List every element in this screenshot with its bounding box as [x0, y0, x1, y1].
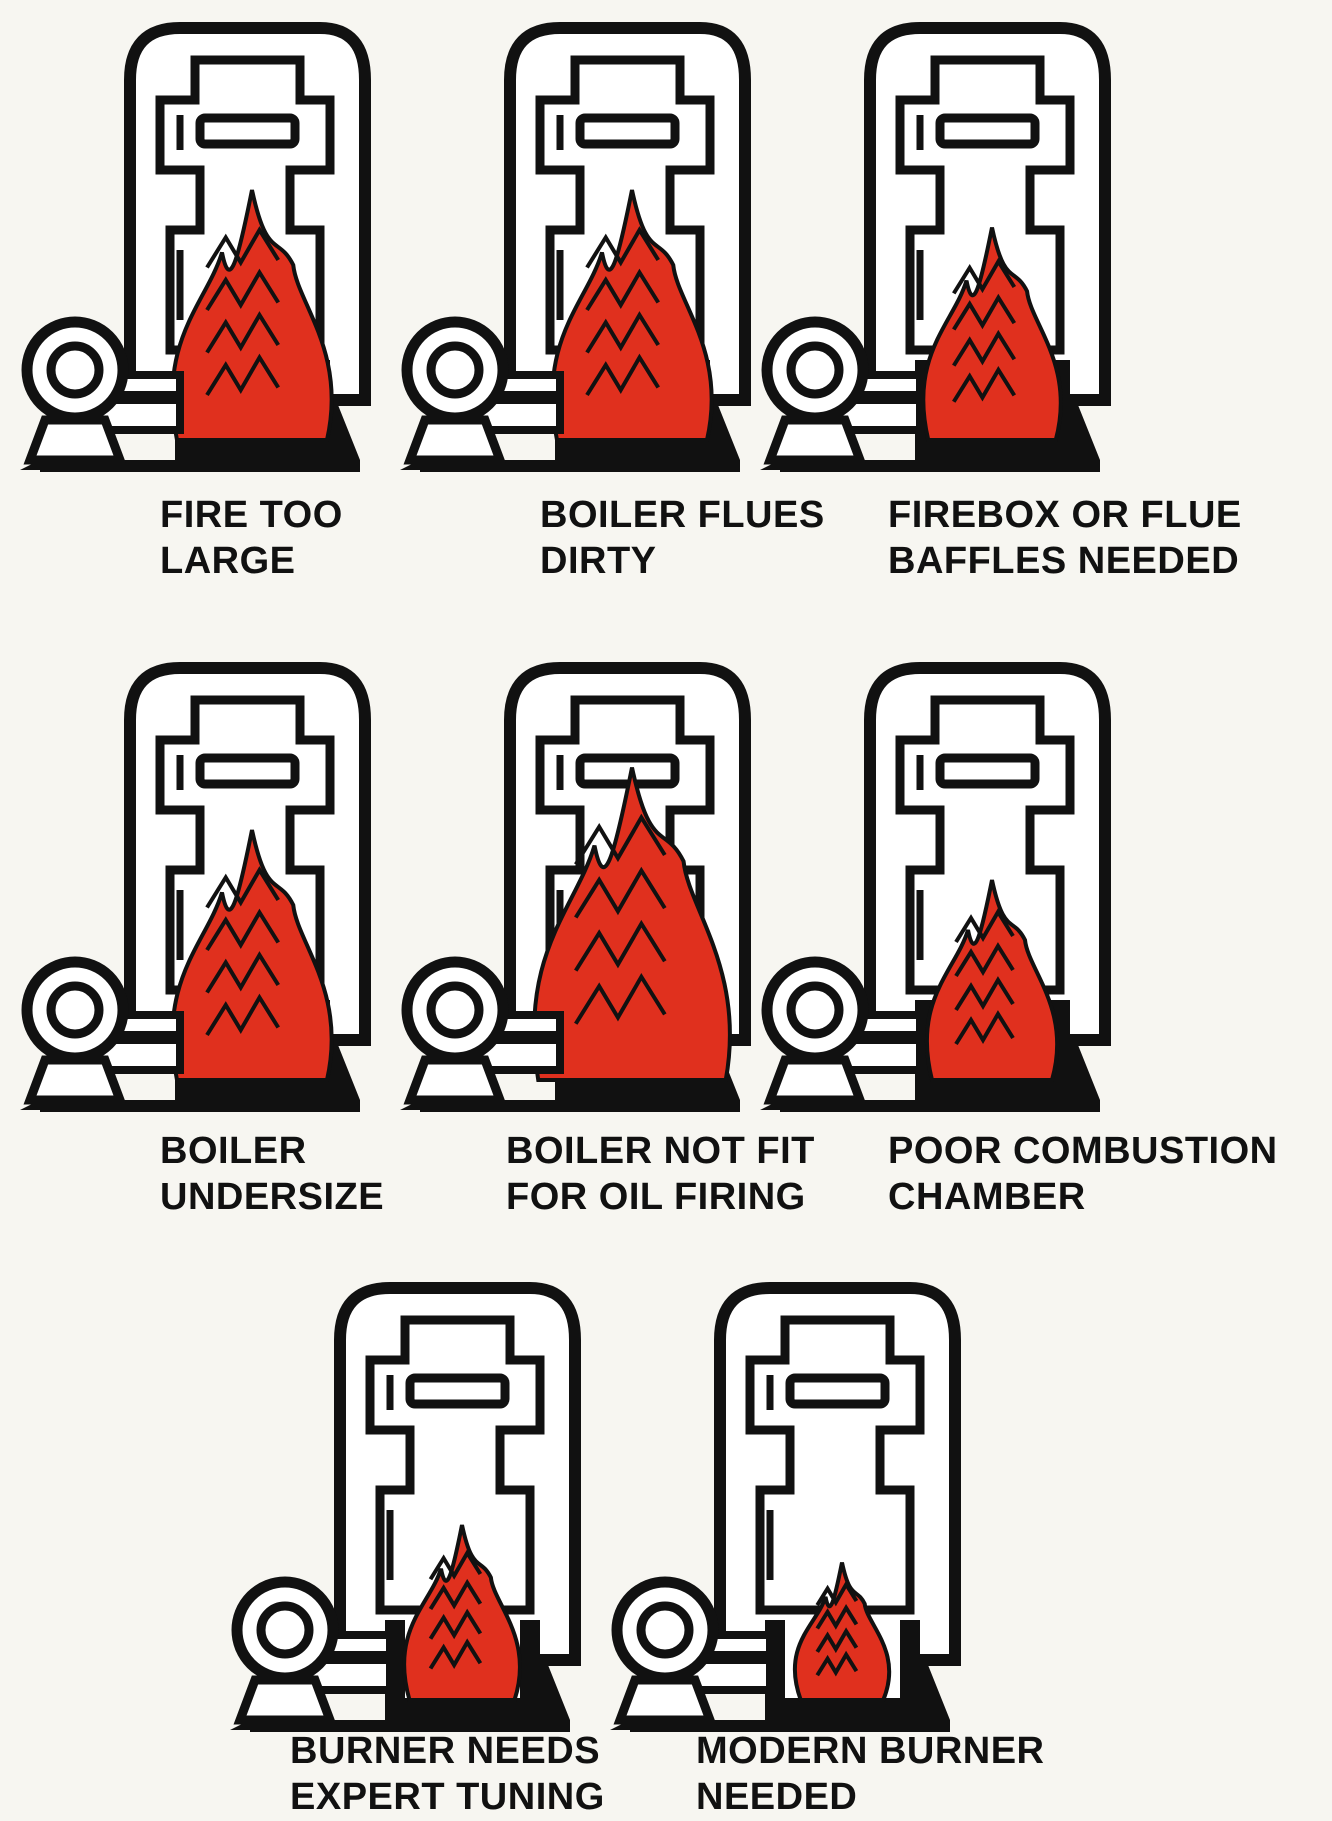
- boiler-panel-burner-needs-expert-tuning: [230, 1288, 575, 1732]
- burner-blower-hub: [51, 986, 99, 1034]
- burner-blower-hub: [641, 1606, 689, 1654]
- burner-stand: [30, 1060, 120, 1100]
- caption-line: CHAMBER: [888, 1174, 1278, 1220]
- caption-line: POOR COMBUSTION: [888, 1128, 1278, 1174]
- caption-burner-needs-expert-tuning: BURNER NEEDS EXPERT TUNING: [290, 1728, 605, 1820]
- caption-modern-burner-needed: MODERN BURNER NEEDED: [696, 1728, 1045, 1820]
- caption-line: BOILER FLUES: [540, 492, 825, 538]
- flue-baffle: [790, 1378, 885, 1404]
- boiler-panel-boiler-undersize: [20, 668, 365, 1112]
- burner-stand: [410, 420, 500, 460]
- caption-boiler-undersize: BOILER UNDERSIZE: [160, 1128, 384, 1220]
- burner-stand: [620, 1680, 710, 1720]
- flue-baffle: [200, 118, 295, 144]
- burner-blower-hub: [51, 346, 99, 394]
- boiler-panel-boiler-flues-dirty: [400, 28, 745, 472]
- caption-line: FOR OIL FIRING: [506, 1174, 815, 1220]
- flue-baffle: [200, 758, 295, 784]
- caption-line: NEEDED: [696, 1774, 1045, 1820]
- caption-line: DIRTY: [540, 538, 825, 584]
- caption-line: UNDERSIZE: [160, 1174, 384, 1220]
- boiler-panel-fire-too-large: [20, 28, 365, 472]
- caption-boiler-flues-dirty: BOILER FLUES DIRTY: [540, 492, 825, 584]
- caption-fire-too-large: FIRE TOO LARGE: [160, 492, 343, 584]
- flue-baffle: [940, 118, 1035, 144]
- caption-poor-combustion-chamber: POOR COMBUSTION CHAMBER: [888, 1128, 1278, 1220]
- burner-blower-hub: [791, 986, 839, 1034]
- boiler-panel-modern-burner-needed: [610, 1288, 955, 1732]
- caption-line: LARGE: [160, 538, 343, 584]
- caption-line: BOILER NOT FIT: [506, 1128, 815, 1174]
- caption-line: FIRE TOO: [160, 492, 343, 538]
- flue-baffle: [410, 1378, 505, 1404]
- flue-baffle: [940, 758, 1035, 784]
- burner-stand: [240, 1680, 330, 1720]
- boiler-panel-firebox-or-flue-baffles-needed: [760, 28, 1105, 472]
- caption-line: EXPERT TUNING: [290, 1774, 605, 1820]
- caption-line: BOILER: [160, 1128, 384, 1174]
- burner-stand: [770, 1060, 860, 1100]
- caption-firebox-or-flue-baffles-needed: FIREBOX OR FLUE BAFFLES NEEDED: [888, 492, 1242, 584]
- burner-stand: [410, 1060, 500, 1100]
- flue-baffle: [580, 118, 675, 144]
- caption-line: BAFFLES NEEDED: [888, 538, 1242, 584]
- caption-line: FIREBOX OR FLUE: [888, 492, 1242, 538]
- burner-blower-hub: [791, 346, 839, 394]
- boiler-panel-boiler-not-fit-for-oil-firing: [400, 668, 745, 1112]
- burner-stand: [30, 420, 120, 460]
- burner-blower-hub: [431, 346, 479, 394]
- caption-boiler-not-fit-for-oil-firing: BOILER NOT FIT FOR OIL FIRING: [506, 1128, 815, 1220]
- caption-line: BURNER NEEDS: [290, 1728, 605, 1774]
- burner-stand: [770, 420, 860, 460]
- caption-line: MODERN BURNER: [696, 1728, 1045, 1774]
- burner-blower-hub: [431, 986, 479, 1034]
- burner-blower-hub: [261, 1606, 309, 1654]
- boiler-panel-poor-combustion-chamber: [760, 668, 1105, 1112]
